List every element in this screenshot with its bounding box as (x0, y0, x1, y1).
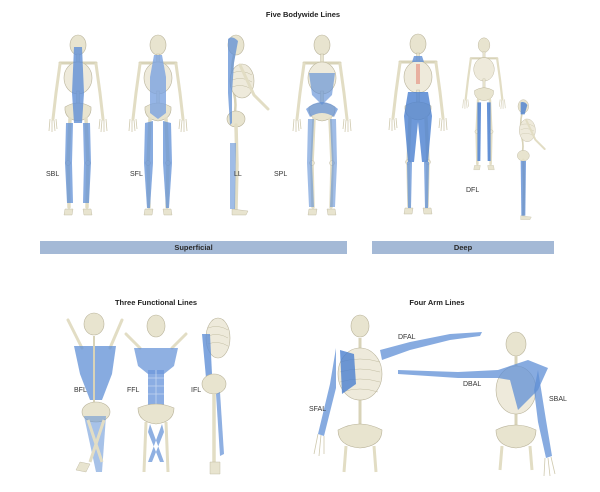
figure-arm-back (398, 330, 568, 478)
label-sbl: SBL (46, 171, 60, 178)
skeleton-back-sbl-icon (48, 33, 108, 217)
figure-ll (210, 28, 270, 238)
label-ll: LL (234, 171, 242, 178)
figure-sbl (48, 28, 108, 238)
skeleton-side-ifl-icon (201, 317, 231, 475)
label-ifl: IFL (191, 387, 202, 394)
figure-dfl-side (506, 96, 546, 234)
label-spl: SPL (274, 171, 288, 178)
figure-ifl (196, 314, 234, 476)
label-sfl: SFL (130, 171, 143, 178)
label-sfal: SFAL (309, 406, 327, 413)
skeleton-front-spl-icon (292, 33, 352, 217)
title-four-arm-lines: Four Arm Lines (409, 298, 465, 307)
skeleton-back-bfl-icon (66, 312, 124, 473)
skeleton-front-ffl-icon (124, 314, 188, 473)
skeleton-front-sfl-icon (128, 33, 188, 217)
skeleton-front-dfl-icon (388, 32, 448, 216)
figure-dfl-back (462, 36, 506, 176)
figure-dfl-front (388, 32, 448, 232)
figure-bfl (66, 312, 126, 476)
label-sbal: SBAL (549, 396, 567, 403)
skeleton-back-arm-lines-icon (398, 331, 556, 477)
superficial-bar: Superficial (40, 241, 347, 254)
label-dfl: DFL (466, 187, 480, 194)
superficial-bar-label: Superficial (174, 243, 213, 252)
skeleton-side-ll-icon (225, 33, 270, 217)
figure-sfl (128, 28, 188, 238)
label-ffl: FFL (127, 387, 140, 394)
skeleton-side-dfl-icon (516, 98, 546, 221)
skeleton-front-arm-lines-icon (313, 314, 482, 473)
figure-spl (292, 28, 352, 238)
title-three-functional-lines: Three Functional Lines (114, 298, 198, 307)
deep-bar: Deep (372, 241, 554, 254)
figure-ffl (124, 312, 188, 476)
figure-arm-front (310, 314, 490, 474)
title-five-bodywide-lines: Five Bodywide Lines (265, 10, 341, 19)
deep-bar-label: Deep (453, 243, 473, 252)
label-dfal: DFAL (398, 334, 416, 341)
label-dbal: DBAL (463, 381, 482, 388)
skeleton-back-dfl-icon (462, 36, 506, 172)
label-bfl: BFL (74, 387, 87, 394)
